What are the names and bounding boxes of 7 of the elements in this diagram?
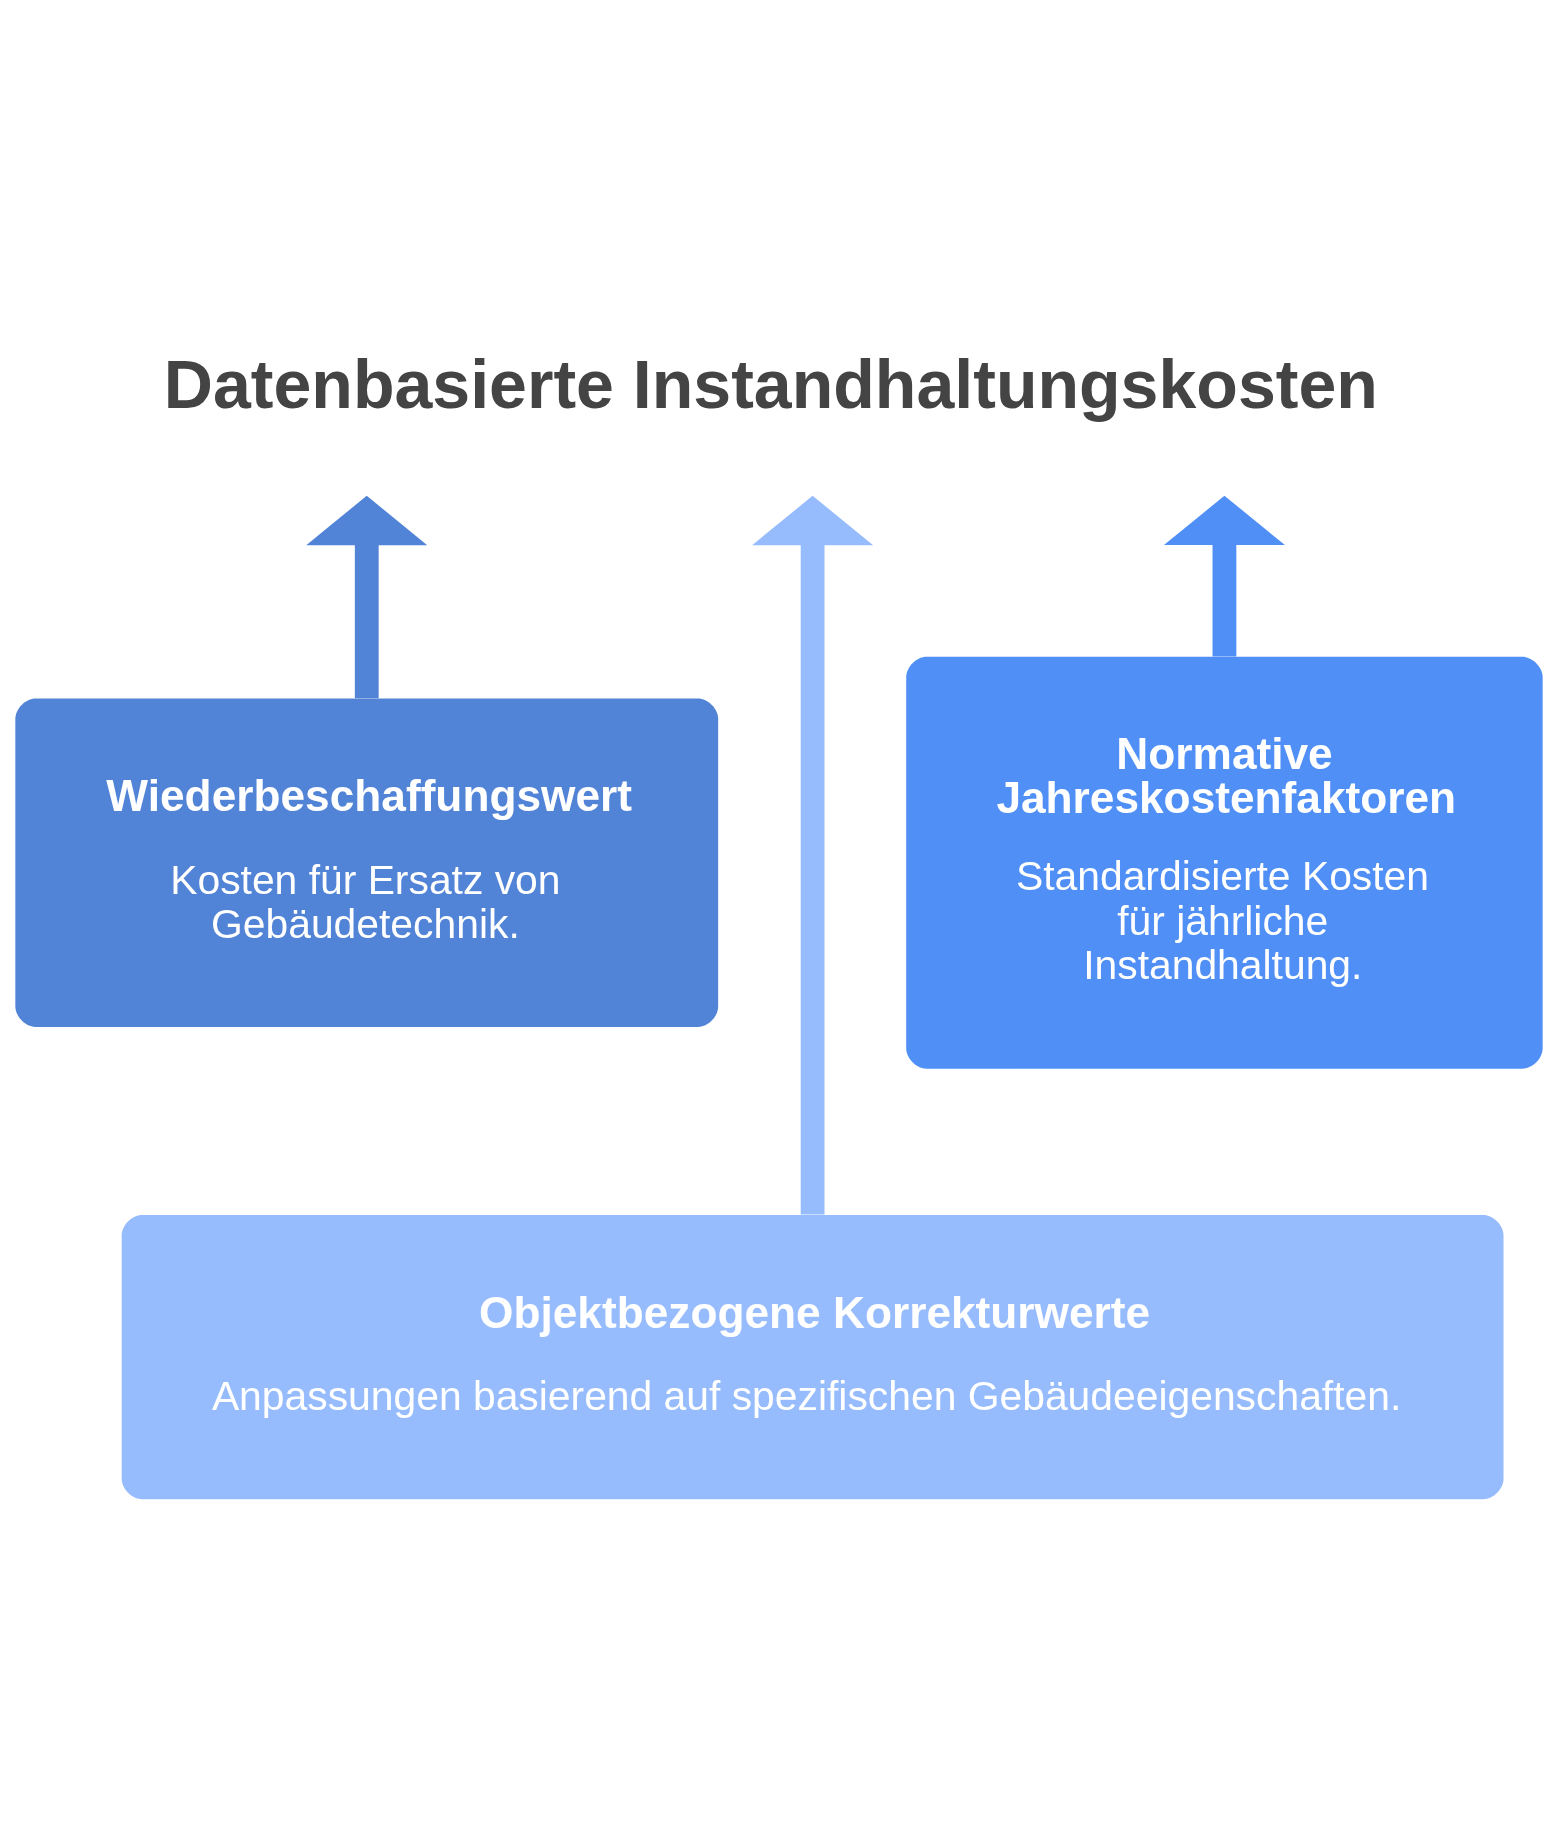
diagram-title: Datenbasierte Instandhaltungskosten bbox=[163, 346, 1378, 423]
arrow bbox=[306, 495, 428, 699]
arrow bbox=[1163, 495, 1285, 657]
node-box: Wiederbeschaffungswert Kosten für Ersatz von Gebäudetechnik. bbox=[15, 698, 719, 1027]
node-box: Normative Jahreskostenfaktoren Standardisierte Kosten für jährliche Instandhaltung. bbox=[906, 656, 1543, 1069]
arrow bbox=[752, 495, 874, 1215]
node-box: Objektbezogene Korrekturwerte Anpassungen basierend auf spezifischen Gebäudeeigenschaften. bbox=[121, 1215, 1504, 1500]
